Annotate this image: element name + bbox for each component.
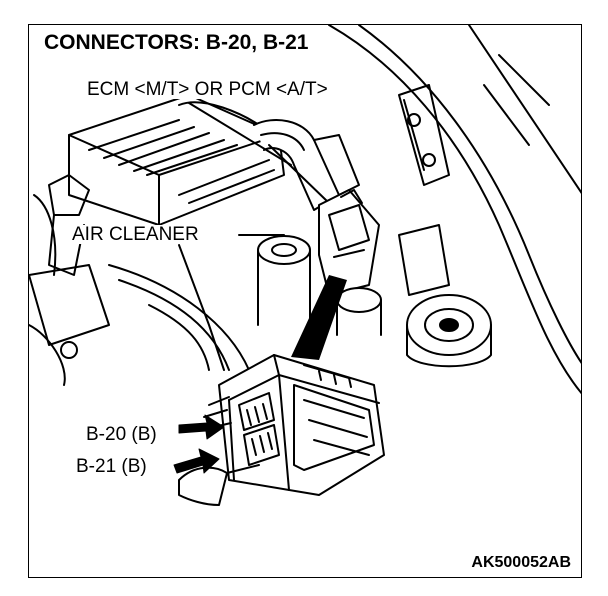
ecm-pcm-label: ECM <M/T> OR PCM <A/T> — [84, 80, 331, 99]
b21-connector-label: B-21 (B) — [74, 456, 149, 477]
b20-arrow — [178, 414, 225, 440]
right-brackets — [398, 84, 492, 368]
fender-outline — [328, 25, 581, 395]
air-cleaner-label: AIR CLEANER — [69, 225, 202, 244]
diagram-title: CONNECTORS: B-20, B-21 — [41, 32, 312, 53]
zoom-wedge — [291, 275, 347, 360]
engine-bay-illustration — [29, 25, 581, 506]
ecm-enlarged — [178, 354, 385, 506]
b21-arrow — [173, 448, 220, 474]
leader-lines — [188, 102, 292, 236]
ecm-in-bay — [318, 189, 380, 296]
diagram-frame: CONNECTORS: B-20, B-21 ECM <M/T> OR PCM … — [28, 24, 582, 578]
left-components — [29, 244, 250, 386]
connector-arrows — [173, 414, 225, 474]
b20-connector-label: B-20 (B) — [84, 424, 159, 445]
air-cleaner-box — [33, 94, 285, 276]
reservoir-caps — [257, 235, 382, 336]
figure-code: AK500052AB — [469, 554, 573, 571]
